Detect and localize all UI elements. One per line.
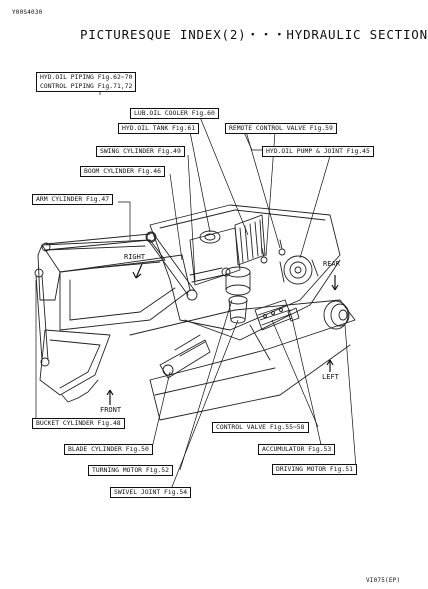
piping-label-box: HYD.OIL PIPING Fig.62∼70 CONTROL PIPING … [36, 72, 137, 92]
track-outline [129, 299, 356, 421]
control-valve-label: CONTROL VALVE Fig.55∼58 [212, 422, 309, 433]
leader-driving-motor [344, 324, 357, 469]
leader-lub-oil-cooler [199, 116, 249, 236]
swing-cylinder-drawing [189, 267, 231, 283]
blade-cylinder-label: BLADE CYLINDER Fig.50 [64, 444, 153, 455]
bucket-outline [39, 329, 111, 403]
leader-control-valve [271, 319, 319, 428]
hyd-oil-tank-drawing [189, 227, 241, 286]
swing-cylinder-label: SWING CYLINDER Fig.49 [96, 146, 185, 157]
oil-cooler-drawing [234, 214, 266, 266]
footer-code: VI075(EP) [366, 577, 401, 584]
leader-boom-cylinder [169, 173, 183, 261]
arm-cylinder-drawing [41, 232, 156, 252]
control-piping-label: CONTROL PIPING Fig.71,72 [40, 82, 133, 90]
remote-control-valve-label: REMOTE CONTROL VALVE Fig.59 [225, 123, 337, 134]
right-arrow-line [135, 263, 143, 279]
direction-left: LEFT [322, 373, 339, 381]
arm-outline [37, 239, 166, 301]
turning-motor-drawing [225, 266, 251, 324]
hyd-oil-pump-label: HYD.OIL PUMP & JOINT Fig.45 [262, 146, 374, 157]
hyd-oil-piping-label: HYD.OIL PIPING Fig.62∼70 [40, 73, 133, 81]
lub-oil-cooler-label: LUB.OIL COOLER Fig.60 [130, 108, 219, 119]
hyd-oil-tank-label: HYD.OIL TANK Fig.61 [118, 123, 200, 134]
leader-accumulator [291, 317, 323, 450]
driving-motor-drawing [323, 300, 350, 330]
arm-cylinder-label: ARM CYLINDER Fig.47 [32, 194, 114, 205]
swivel-joint-label: SWIVEL JOINT Fig.54 [110, 487, 192, 498]
leader-swivel-joint [169, 319, 239, 493]
leader-turning-motor [179, 299, 233, 471]
front-arrow-head [106, 389, 114, 396]
turning-motor-label: TURNING MOTOR Fig.52 [88, 465, 173, 476]
boom-cylinder-label: BOOM CYLINDER Fig.46 [80, 166, 165, 177]
document-code: Y00S4030 [12, 9, 43, 16]
leader-pump-bracket [241, 127, 263, 151]
remote-control-valve-drawing [260, 239, 286, 264]
leader-hyd-oil-pump [299, 155, 331, 259]
leader-arm-cylinder [118, 201, 131, 240]
control-valve-drawing [254, 299, 293, 331]
boom-cylinder-drawing [145, 231, 198, 301]
boom-outline [59, 254, 191, 331]
left-arrow-head [326, 359, 334, 366]
hyd-oil-pump-drawing [279, 255, 319, 285]
accumulator-label: ACCUMULATOR Fig.53 [258, 444, 336, 455]
accumulator-drawing [287, 307, 300, 322]
driving-motor-label: DRIVING MOTOR Fig.51 [272, 464, 357, 475]
leader-blade-cylinder [151, 371, 171, 449]
rear-arrow-head [331, 284, 339, 291]
bucket-cylinder-drawing [34, 268, 50, 367]
direction-front: FRONT [100, 406, 122, 414]
bucket-cylinder-label: BUCKET CYLINDER Fig.48 [32, 418, 125, 429]
leader-swing-cylinder [187, 154, 196, 281]
right-arrow-head [132, 271, 142, 279]
direction-right: RIGHT [124, 253, 146, 261]
upper-frame-outline [149, 204, 341, 341]
blade-outline [159, 334, 211, 379]
leader-hyd-oil-tank [189, 131, 211, 233]
page-title: PICTURESQUE INDEX(2)・・・HYDRAULIC SECTION [80, 27, 428, 42]
direction-rear: REAR [323, 260, 340, 268]
excavator-diagram [34, 80, 357, 493]
